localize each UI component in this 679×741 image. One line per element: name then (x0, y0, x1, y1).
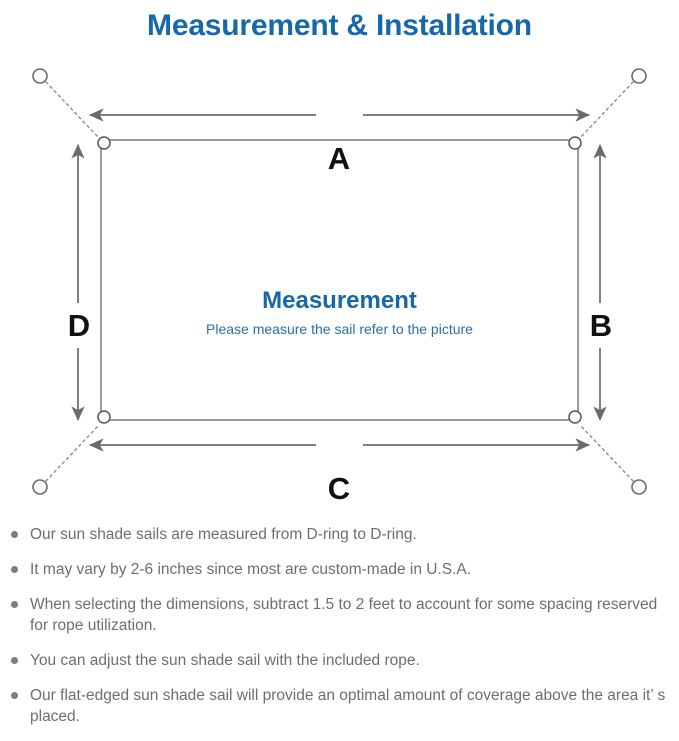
note-text: Our sun shade sails are measured from D-… (30, 526, 417, 543)
anchor-top-left-icon (32, 68, 48, 84)
list-item: It may vary by 2-6 inches since most are… (0, 559, 679, 580)
list-item: Our sun shade sails are measured from D-… (0, 524, 679, 545)
d-ring-bottom-left-icon (97, 410, 111, 424)
dimension-label-d: D (67, 308, 91, 343)
dimension-label-b: B (589, 308, 613, 343)
rope-line-bottom-right (579, 424, 634, 482)
rope-line-bottom-left (45, 424, 100, 482)
rope-line-top-left (45, 81, 100, 139)
d-ring-top-left-icon (97, 136, 111, 150)
note-text: Our flat-edged sun shade sail will provi… (30, 687, 666, 725)
bullet-icon (11, 531, 18, 538)
list-item: When selecting the dimensions, subtract … (0, 594, 679, 636)
rope-line-top-right (579, 81, 634, 139)
bullet-icon (11, 566, 18, 573)
bullet-icon (11, 692, 18, 699)
dimension-label-c: C (327, 471, 351, 506)
diagram-svg (32, 68, 647, 495)
d-ring-bottom-right-icon (568, 410, 582, 424)
list-item: Our flat-edged sun shade sail will provi… (0, 685, 679, 727)
bullet-icon (11, 657, 18, 664)
measurement-diagram: A B C D Measurement Please measure the s… (0, 48, 679, 518)
d-rings (97, 136, 582, 424)
note-text: You can adjust the sun shade sail with t… (30, 652, 420, 669)
page-title: Measurement & Installation (147, 9, 532, 42)
d-ring-top-right-icon (568, 136, 582, 150)
anchor-top-right-icon (631, 68, 647, 84)
anchor-bottom-right-icon (631, 479, 647, 495)
bullet-icon (11, 601, 18, 608)
sail-caption-title: Measurement (262, 287, 417, 314)
list-item: You can adjust the sun shade sail with t… (0, 650, 679, 671)
sail-caption-subtitle: Please measure the sail refer to the pic… (206, 321, 473, 337)
notes-list: Our sun shade sails are measured from D-… (0, 524, 679, 741)
dimension-label-a: A (327, 141, 351, 176)
sail-caption: Measurement Please measure the sail refe… (101, 286, 578, 340)
note-text: When selecting the dimensions, subtract … (30, 596, 658, 634)
anchor-bottom-left-icon (32, 479, 48, 495)
dimension-arrows (71, 108, 607, 452)
rope-lines (45, 81, 634, 482)
sail-shape (100, 139, 579, 421)
anchor-points (32, 68, 647, 495)
note-text: It may vary by 2-6 inches since most are… (30, 561, 472, 578)
